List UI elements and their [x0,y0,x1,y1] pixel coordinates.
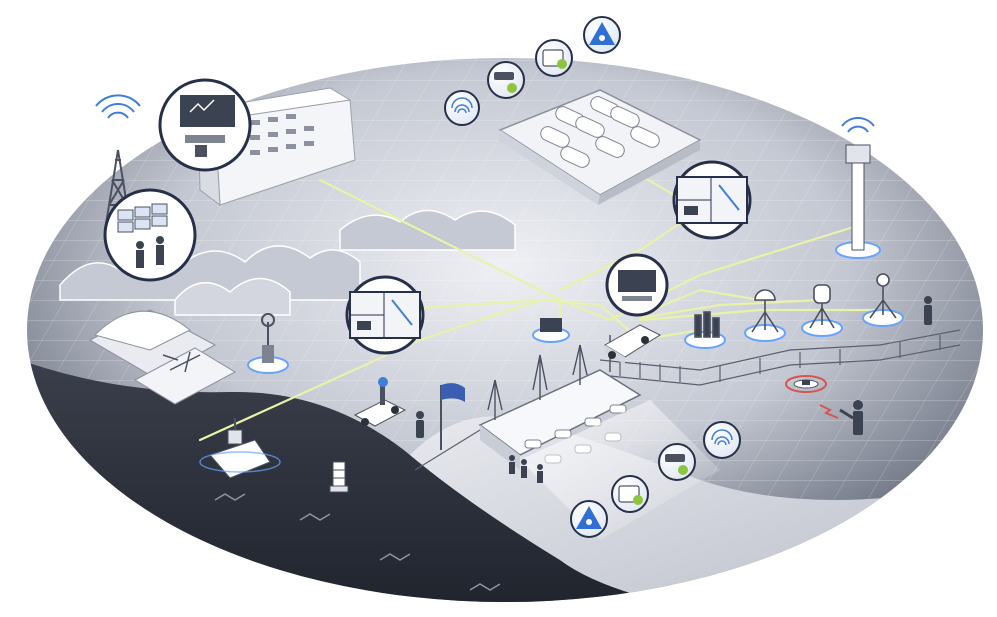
cctv-camera-icon [487,61,525,99]
travelers [509,455,543,483]
map-screen-callout-right [672,160,752,240]
border-checkpoint [478,335,720,540]
sensor-pole-2 [744,289,786,342]
video-wall-callout [103,188,197,282]
id-card-icon [535,39,573,77]
id-card-icon [611,475,649,513]
mobile-command-truck [604,324,662,365]
sensor-poles [684,273,904,349]
sensor-pole-4 [862,273,904,327]
flag [440,383,465,450]
drone-operator [839,400,863,435]
sensor-pole-1 [684,311,726,349]
camera-pole [247,313,289,374]
fingerprint-icon [444,90,480,126]
fingerprint-icon [703,421,741,459]
icon-badges-top [444,16,621,126]
hangar-and-helipad [88,309,237,405]
people [416,296,932,483]
fenced-storage-facility [498,89,702,205]
icon-badges-bottom [570,421,741,538]
hazard-icon [583,16,621,54]
control-room-callout [158,78,252,172]
cell-tower [835,117,881,259]
border-fence [414,329,961,471]
sensor-pole-3 [801,284,843,337]
hazard-icon [570,500,608,538]
guard-near-flag [416,411,424,438]
guard-right [924,296,932,325]
radar-unit [532,318,570,343]
patrol-truck [353,377,407,427]
patrol-boat [199,418,281,479]
map-screen-callout-left [345,275,425,355]
cctv-camera-icon [658,443,696,481]
drone [785,375,839,419]
mobile-office-callout [605,253,669,317]
lighthouse-buoy [329,461,349,493]
